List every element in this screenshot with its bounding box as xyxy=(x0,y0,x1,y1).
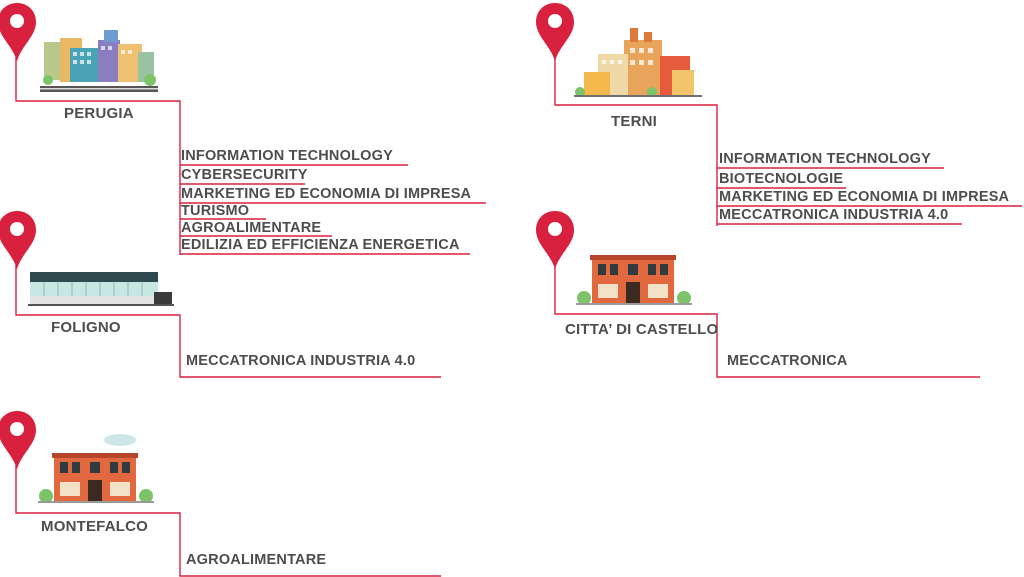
city-skyline-icon xyxy=(40,30,158,92)
warehouse-icon xyxy=(28,272,174,306)
course-label: INFORMATION TECHNOLOGY xyxy=(719,151,931,167)
course-label: INFORMATION TECHNOLOGY xyxy=(181,148,393,164)
course-label: CYBERSECURITY xyxy=(181,167,308,183)
course-label: MARKETING ED ECONOMIA DI IMPRESA xyxy=(719,189,1010,205)
course-label: EDILIZIA ED EFFICIENZA ENERGETICA xyxy=(181,237,460,253)
city-name-citta-di-castello: CITTA’ DI CASTELLO xyxy=(565,321,719,338)
course-label: MARKETING ED ECONOMIA DI IMPRESA xyxy=(181,186,472,202)
course-label: MECCATRONICA INDUSTRIA 4.0 xyxy=(719,207,949,223)
brick-building-icon xyxy=(576,255,692,305)
course-label: BIOTECNOLOGIE xyxy=(719,171,844,187)
course-label: AGROALIMENTARE xyxy=(181,220,322,236)
course-label: MECCATRONICA INDUSTRIA 4.0 xyxy=(186,353,416,369)
brick-building-icon xyxy=(38,434,154,503)
city-name-terni: TERNI xyxy=(611,113,657,130)
city-name-perugia: PERUGIA xyxy=(64,105,134,122)
city-name-montefalco: MONTEFALCO xyxy=(41,518,148,535)
city-name-foligno: FOLIGNO xyxy=(51,319,121,336)
course-label: TURISMO xyxy=(181,203,250,219)
course-label: MECCATRONICA xyxy=(727,353,848,369)
factory-icon xyxy=(574,28,702,97)
course-label: AGROALIMENTARE xyxy=(186,552,327,568)
